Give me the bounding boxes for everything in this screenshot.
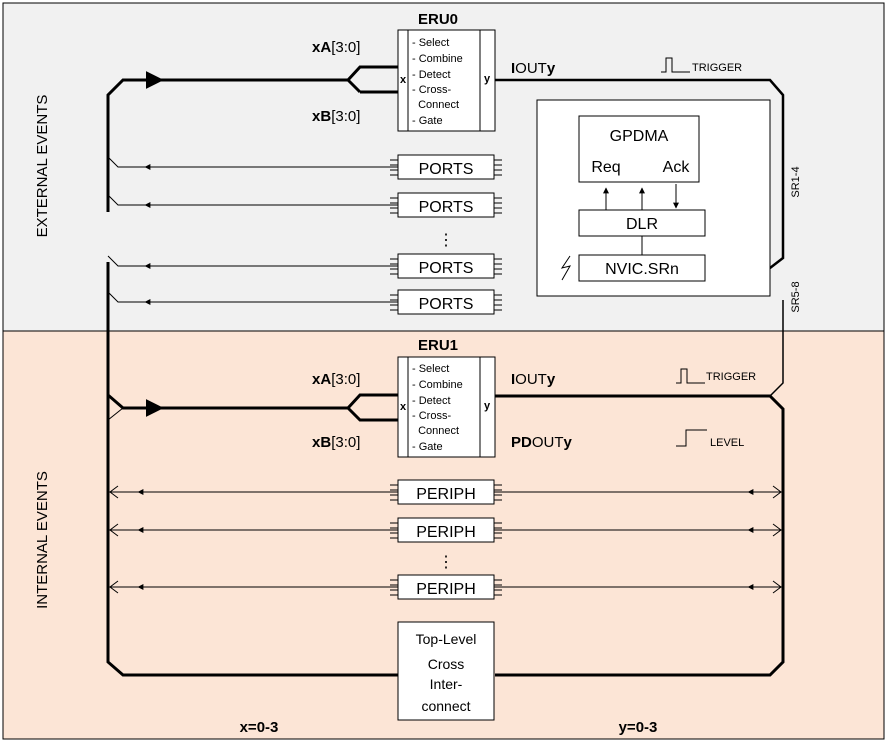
periph-label: PERIPH — [416, 486, 476, 503]
periph-row: PERIPH — [108, 479, 783, 505]
ports-label: PORTS — [419, 296, 474, 313]
ports-label: PORTS — [419, 260, 474, 277]
periph-label: PERIPH — [416, 581, 476, 598]
ports-row: PORTS — [107, 289, 502, 315]
cross-line: Cross — [428, 656, 465, 672]
dlr-block — [578, 209, 706, 237]
ports-row: PORTS — [107, 192, 502, 218]
periph-ellipsis: ⋮ — [438, 554, 454, 571]
cross-interconnect-block — [397, 621, 495, 721]
eru1-fn: - Select — [412, 363, 449, 375]
sr-bottom-label: SR5-8 — [790, 281, 802, 312]
eru1-trigger-label: TRIGGER — [706, 371, 756, 383]
eru1-function-list: - Select - Combine - Detect - Cross- Con… — [412, 363, 463, 453]
ports-label: PORTS — [419, 161, 474, 178]
eru1-fn: - Gate — [412, 441, 443, 453]
eru1-level-label: LEVEL — [710, 437, 744, 449]
eru1-x-label: x — [400, 401, 407, 413]
eru0-function-list: - Select - Combine - Detect - Cross- Con… — [412, 37, 463, 127]
eru0-x-label: x — [400, 74, 407, 86]
y-range-label: y=0-3 — [619, 719, 658, 736]
eru0-fn: - Detect — [412, 69, 451, 81]
eru0-title: ERU0 — [418, 11, 458, 28]
internal-events-label: INTERNAL EVENTS — [34, 471, 51, 609]
periph-rows: PERIPH PERIPH ⋮ PERIPH — [108, 479, 783, 600]
eru1-fn: Connect — [412, 425, 459, 437]
cross-line: Inter- — [430, 676, 463, 692]
eru1-output-pdout: PDOUTy — [511, 434, 573, 451]
ports-row: PORTS — [107, 154, 502, 180]
eru0-fn: - Combine — [412, 53, 463, 65]
eru1-title: ERU1 — [418, 337, 458, 354]
eru1-output-iout: IOUTy — [511, 371, 556, 388]
level-step-icon — [676, 429, 707, 447]
eru1-fn: - Cross- — [412, 410, 451, 422]
dlr-label: DLR — [626, 216, 658, 233]
trigger-pulse-icon — [661, 57, 690, 73]
gpdma-req: Req — [591, 159, 620, 176]
ports-label: PORTS — [419, 199, 474, 216]
periph-row: PERIPH — [108, 517, 783, 543]
eru1-fn: - Detect — [412, 395, 451, 407]
eru0-y-label: y — [484, 73, 491, 85]
gpdma-ack: Ack — [663, 159, 691, 176]
periph-row: PERIPH — [108, 574, 783, 600]
cross-line: Top-Level — [416, 631, 477, 647]
trigger-pulse-icon — [676, 368, 705, 384]
gpdma-block — [578, 115, 700, 183]
sr-top-label: SR1-4 — [790, 166, 802, 197]
ports-ellipsis: ⋮ — [438, 232, 454, 249]
nvic-label: NVIC.SRn — [605, 261, 679, 278]
x-range-label: x=0-3 — [240, 719, 279, 736]
eru0-block — [397, 29, 496, 132]
eru1-bus — [106, 262, 785, 677]
eru1-input-a: xA[3:0] — [312, 371, 360, 388]
eru1-block — [397, 356, 496, 458]
eru0-fn: - Cross- — [412, 84, 451, 96]
eru0-fn: - Gate — [412, 115, 443, 127]
eru0-trigger-label: TRIGGER — [692, 62, 742, 74]
cross-line: connect — [421, 698, 470, 714]
gpdma-title: GPDMA — [610, 128, 669, 145]
eru0-input-a: xA[3:0] — [312, 39, 360, 56]
eru0-fn: - Select — [412, 37, 449, 49]
external-events-label: EXTERNAL EVENTS — [34, 95, 51, 238]
ports-row: PORTS — [107, 253, 502, 279]
eru0-output-label: IOUTy — [511, 60, 556, 77]
eru0-input-b: xB[3:0] — [312, 108, 360, 125]
interrupt-lightning-icon — [560, 255, 572, 281]
cross-interconnect-text: Top-Level Cross Inter- connect — [416, 631, 477, 714]
ports-rows: PORTS PORTS ⋮ PORTS PORTS — [107, 154, 502, 315]
eru1-fn: - Combine — [412, 379, 463, 391]
periph-label: PERIPH — [416, 524, 476, 541]
gpdma-connections — [603, 184, 679, 255]
eru1-y-label: y — [484, 400, 491, 412]
eru1-input-b: xB[3:0] — [312, 434, 360, 451]
eru0-fn: Connect — [412, 99, 459, 111]
